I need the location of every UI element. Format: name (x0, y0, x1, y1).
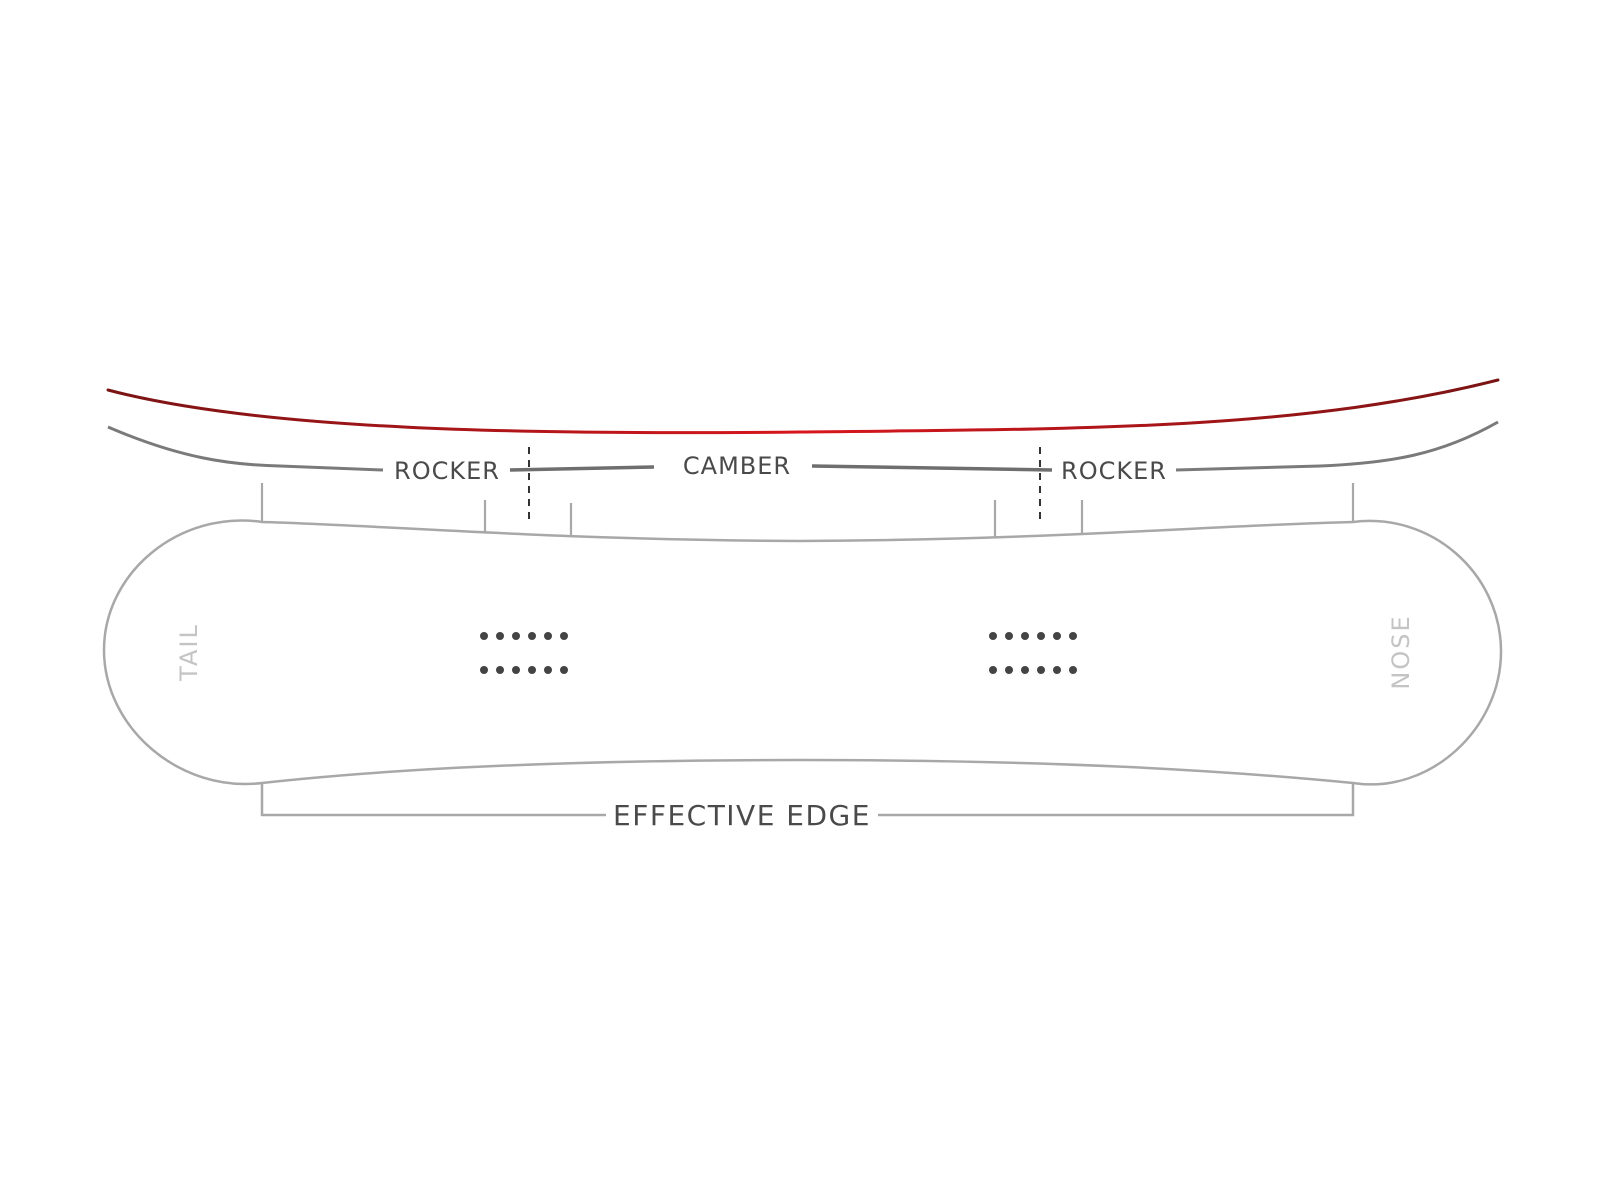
insert-dot (528, 632, 536, 640)
insert-dot (1069, 666, 1077, 674)
insert-dot (1053, 632, 1061, 640)
nose-label: NOSE (1387, 614, 1415, 689)
insert-dot (1069, 632, 1077, 640)
insert-dot (528, 666, 536, 674)
profile-bracket-right-mid (811, 464, 1053, 472)
insert-dot (512, 666, 520, 674)
rocker-tail-label: ROCKER (394, 457, 500, 485)
profile-bracket-left-mid (509, 465, 655, 472)
reference-ticks (260, 483, 1355, 538)
insert-dot (512, 632, 520, 640)
insert-dot (480, 632, 488, 640)
insert-dot (496, 632, 504, 640)
insert-dot (1053, 666, 1061, 674)
insert-dot (1037, 632, 1045, 640)
profile-bracket-nose-curve (1175, 420, 1499, 472)
effective-edge-label: EFFECTIVE EDGE (613, 799, 871, 832)
effective-edge-bracket-left (260, 783, 606, 817)
insert-dot (544, 666, 552, 674)
insert-dot (544, 632, 552, 640)
effective-edge-bracket-right (878, 783, 1355, 817)
insert-dot (989, 632, 997, 640)
insert-dot (1005, 632, 1013, 640)
insert-dot (989, 666, 997, 674)
insert-dot (1005, 666, 1013, 674)
board-profile-red-line (106, 378, 1500, 435)
insert-dot (1021, 632, 1029, 640)
insert-dot (1037, 666, 1045, 674)
insert-dot (560, 632, 568, 640)
camber-label: CAMBER (683, 452, 791, 480)
insert-dot (496, 666, 504, 674)
tail-label: TAIL (175, 623, 203, 682)
binding-inserts (480, 632, 1077, 674)
insert-dot (1021, 666, 1029, 674)
effective-edge-bracket (260, 783, 1355, 817)
rocker-nose-label: ROCKER (1061, 457, 1167, 485)
profile-bracket-tail-curve (107, 425, 384, 472)
insert-dot (480, 666, 488, 674)
insert-dot (560, 666, 568, 674)
profile-bracket (107, 420, 1499, 472)
board-outline (102, 519, 1503, 786)
